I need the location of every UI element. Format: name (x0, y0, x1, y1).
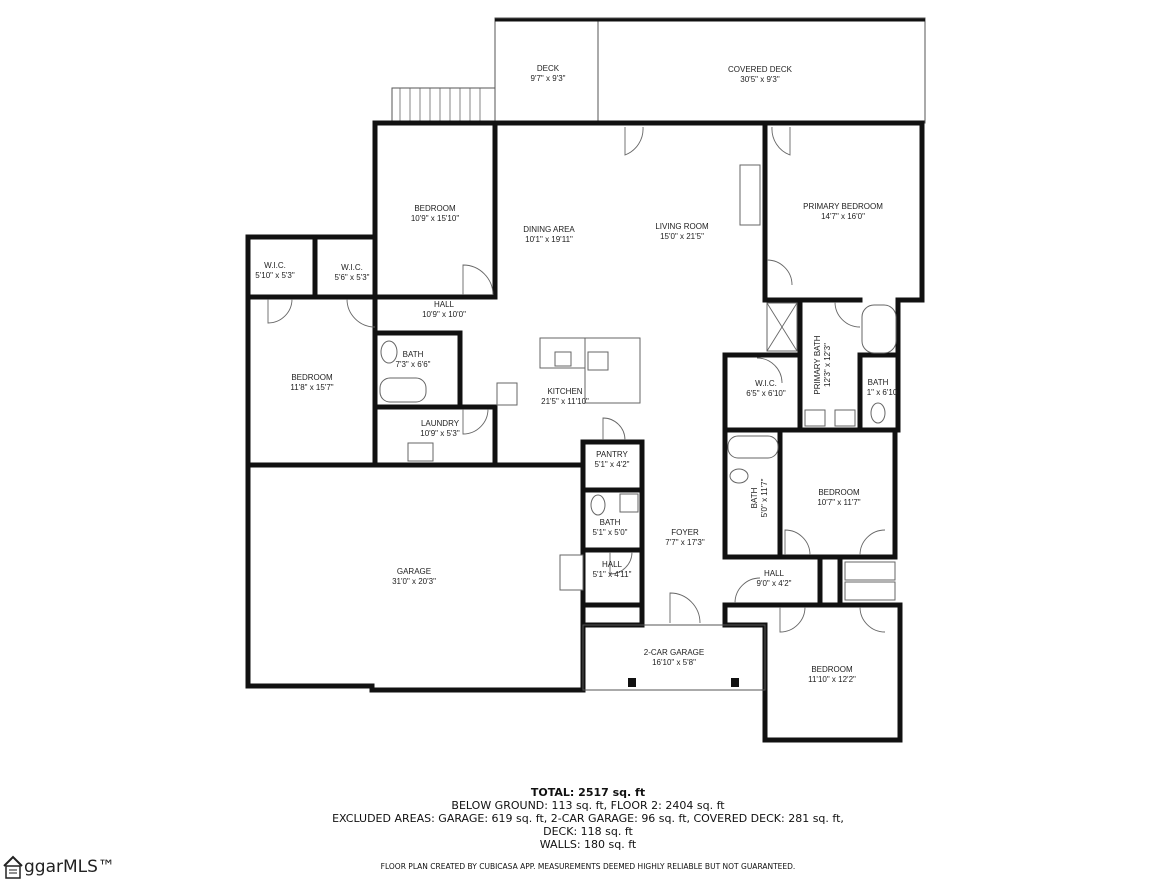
walls (245, 120, 925, 743)
toilet-icon (729, 468, 749, 484)
dining-dims: 10'1" x 19'11" (525, 235, 573, 244)
primary-bedroom-label: PRIMARY BEDROOM (803, 202, 883, 211)
bath-dims: 5'0" x 11'7" (760, 478, 769, 517)
post (731, 678, 739, 687)
living-label: LIVING ROOM (655, 222, 709, 231)
mls-logo: ggarMLS™ (2, 855, 115, 879)
bathtub-icon (727, 435, 779, 459)
hall-dims: 5'1" x 4'11" (593, 570, 632, 579)
hall-dims: 10'9" x 10'0" (422, 310, 466, 319)
total-area: TOTAL: 2517 sq. ft (530, 786, 646, 799)
deck-area (391, 17, 926, 124)
post (628, 678, 636, 687)
fixtures (379, 164, 897, 601)
bathtub-icon (379, 377, 427, 403)
sink-icon (554, 351, 572, 367)
walls-area: WALLS: 180 sq. ft (539, 838, 637, 851)
primary-bedroom-dims: 14'7" x 16'0" (821, 212, 865, 221)
garage-label: GARAGE (397, 567, 431, 576)
hall-label: HALL (602, 560, 623, 569)
doors (267, 126, 886, 633)
two-car-garage-label: 2-CAR GARAGE (644, 648, 704, 657)
stairs (391, 87, 496, 124)
bath-label: BATH (868, 378, 889, 387)
bath-dims: 1" x 6'10 (867, 388, 898, 397)
logo-text: ggarMLS™ (24, 857, 115, 877)
deck-dims: 9'7" x 9'3" (531, 74, 566, 83)
bath-dims: 5'1" x 5'0" (593, 528, 628, 537)
stove-icon (496, 382, 518, 406)
bedroom-label: BEDROOM (818, 488, 860, 497)
house-icon (3, 855, 23, 879)
wic-label: W.I.C. (755, 379, 777, 388)
bathtub-icon (861, 304, 897, 354)
toilet-icon (380, 340, 398, 364)
hall-label: HALL (434, 300, 455, 309)
primary-bath-label: PRIMARY BATH (813, 335, 822, 394)
two-car-garage-outline (582, 624, 766, 691)
toilet-icon (870, 402, 886, 424)
toilet-icon (590, 494, 606, 516)
stairs (559, 554, 584, 591)
kitchen-label: KITCHEN (547, 387, 582, 396)
area-breakdown: BELOW GROUND: 113 sq. ft, FLOOR 2: 2404 … (451, 799, 725, 812)
two-car-garage-dims: 16'10" x 5'8" (652, 658, 696, 667)
bedroom-dims: 10'9" x 15'10" (411, 214, 459, 223)
covered-deck-dims: 30'5" x 9'3" (740, 75, 780, 84)
living-dims: 15'0" x 21'5" (660, 232, 704, 241)
bath-label: BATH (750, 487, 759, 508)
sink-icon (834, 409, 856, 427)
bedroom-label: BEDROOM (811, 665, 853, 674)
pantry-dims: 5'1" x 4'2" (595, 460, 630, 469)
bedroom-label: BEDROOM (291, 373, 333, 382)
wic-dims: 6'5" x 6'10" (746, 389, 786, 398)
hall-dims: 9'0" x 4'2" (757, 579, 792, 588)
sink-icon (619, 493, 639, 513)
bedroom-dims: 10'7" x 11'7" (817, 498, 860, 507)
sink-icon (407, 442, 434, 462)
foyer-label: FOYER (671, 528, 699, 537)
bedroom-dims: 11'8" x 15'7" (290, 383, 333, 392)
hall-label: HALL (764, 569, 785, 578)
foyer-dims: 7'7" x 17'3" (665, 538, 705, 547)
deck-label: DECK (537, 64, 560, 73)
excluded-areas-cont: DECK: 118 sq. ft (543, 825, 633, 838)
wic-label: W.I.C. (341, 263, 363, 272)
bath-label: BATH (600, 518, 621, 527)
bedroom-label: BEDROOM (414, 204, 456, 213)
wic-label: W.I.C. (264, 261, 286, 270)
wic-dims: 5'6" x 5'3" (335, 273, 370, 282)
pantry-label: PANTRY (596, 450, 628, 459)
garage-dims: 31'0" x 20'3" (392, 577, 436, 586)
sink-icon (804, 409, 826, 427)
laundry-dims: 10'9" x 5'3" (420, 429, 460, 438)
excluded-areas: EXCLUDED AREAS: GARAGE: 619 sq. ft, 2-CA… (332, 812, 844, 825)
wic-dims: 5'10" x 5'3" (255, 271, 295, 280)
laundry-label: LAUNDRY (421, 419, 460, 428)
covered-deck-label: COVERED DECK (728, 65, 793, 74)
dining-label: DINING AREA (523, 225, 575, 234)
bath-label: BATH (403, 350, 424, 359)
kitchen-dims: 21'5" x 11'10" (541, 397, 589, 406)
bath-dims: 7'3" x 6'6" (396, 360, 431, 369)
disclaimer: FLOOR PLAN CREATED BY CUBICASA APP. MEAS… (380, 862, 796, 871)
room-labels: DECK 9'7" x 9'3" COVERED DECK 30'5" x 9'… (255, 64, 898, 684)
primary-bath-dims: 12'3" x 12'3" (823, 343, 832, 387)
bedroom-dims: 11'10" x 12'2" (808, 675, 856, 684)
fireplace-icon (739, 164, 761, 226)
